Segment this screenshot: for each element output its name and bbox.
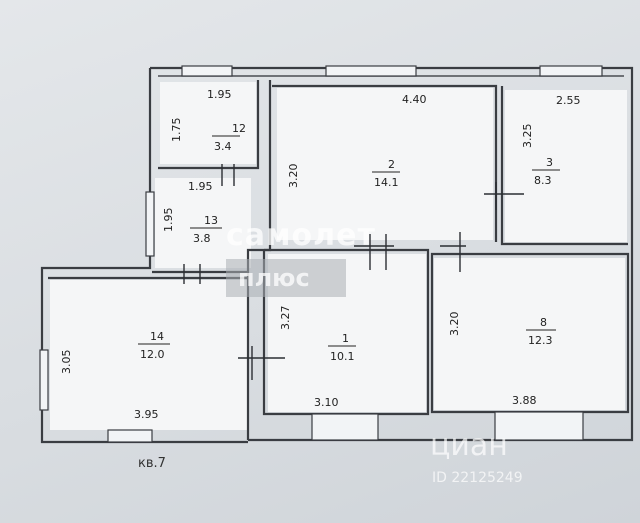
room-1-area: 10.1 [330, 350, 355, 363]
dim-room-8-width: 3.88 [512, 394, 537, 407]
dim-room-8-height: 3.20 [448, 312, 461, 337]
room-12-number: 12 [232, 122, 246, 135]
room-8-area: 12.3 [528, 334, 553, 347]
room-12-area: 3.4 [214, 140, 232, 153]
dim-room-14-height: 3.05 [60, 350, 73, 375]
window-room-14-south [107, 429, 153, 443]
window-room-3 [539, 65, 603, 77]
room-13-fill [155, 178, 251, 268]
room-2-fill [277, 88, 493, 240]
dim-room-3-height: 3.25 [521, 124, 534, 149]
room-3-fill [505, 90, 627, 242]
watermark-brand-top: самолет [226, 218, 376, 253]
dim-room-13-width: 1.95 [188, 180, 213, 193]
dim-room-2-width: 4.40 [402, 93, 427, 106]
dim-room-12-width: 1.95 [207, 88, 232, 101]
dim-room-13-height: 1.95 [162, 208, 175, 233]
apartment-label: кв.7 [138, 456, 166, 471]
room-14-area: 12.0 [140, 348, 165, 361]
dim-room-12-height: 1.75 [170, 118, 183, 143]
room-8-fill [434, 258, 625, 410]
wall-room-8 [430, 252, 630, 414]
dim-room-1-width: 3.10 [314, 396, 339, 409]
watermark-listing-id: ID 22125249 [432, 470, 523, 486]
room-2-number: 2 [388, 158, 395, 171]
room-3-area: 8.3 [534, 174, 552, 187]
wall-corridor-west [246, 80, 272, 440]
window-room-13 [145, 191, 155, 257]
room-3-number: 3 [546, 156, 553, 169]
wall-room-1 [262, 248, 430, 416]
dim-room-14-width: 3.95 [134, 408, 159, 421]
dim-room-3-width: 2.55 [556, 94, 581, 107]
watermark-box [226, 259, 346, 297]
room-2-area: 14.1 [374, 176, 399, 189]
window-room-14 [39, 349, 49, 411]
room-13-number: 13 [204, 214, 218, 227]
room-12-fill [160, 82, 256, 164]
wall-room-12 [158, 80, 260, 170]
room-13-area: 3.8 [193, 232, 211, 245]
window-room-12 [181, 65, 233, 77]
room-8-number: 8 [540, 316, 547, 329]
window-room-8 [494, 411, 584, 441]
window-room-2 [325, 65, 417, 77]
watermark-brand-bottom: плюс [238, 264, 310, 292]
room-1-number: 1 [342, 332, 349, 345]
dim-room-1-height: 3.27 [279, 306, 292, 331]
room-14-fill [50, 280, 247, 430]
room-14-number: 14 [150, 330, 164, 343]
dim-room-2-height: 3.20 [287, 164, 300, 189]
window-room-1 [311, 413, 379, 441]
watermark-site: циан [430, 428, 508, 463]
wall-room-3 [500, 86, 628, 246]
